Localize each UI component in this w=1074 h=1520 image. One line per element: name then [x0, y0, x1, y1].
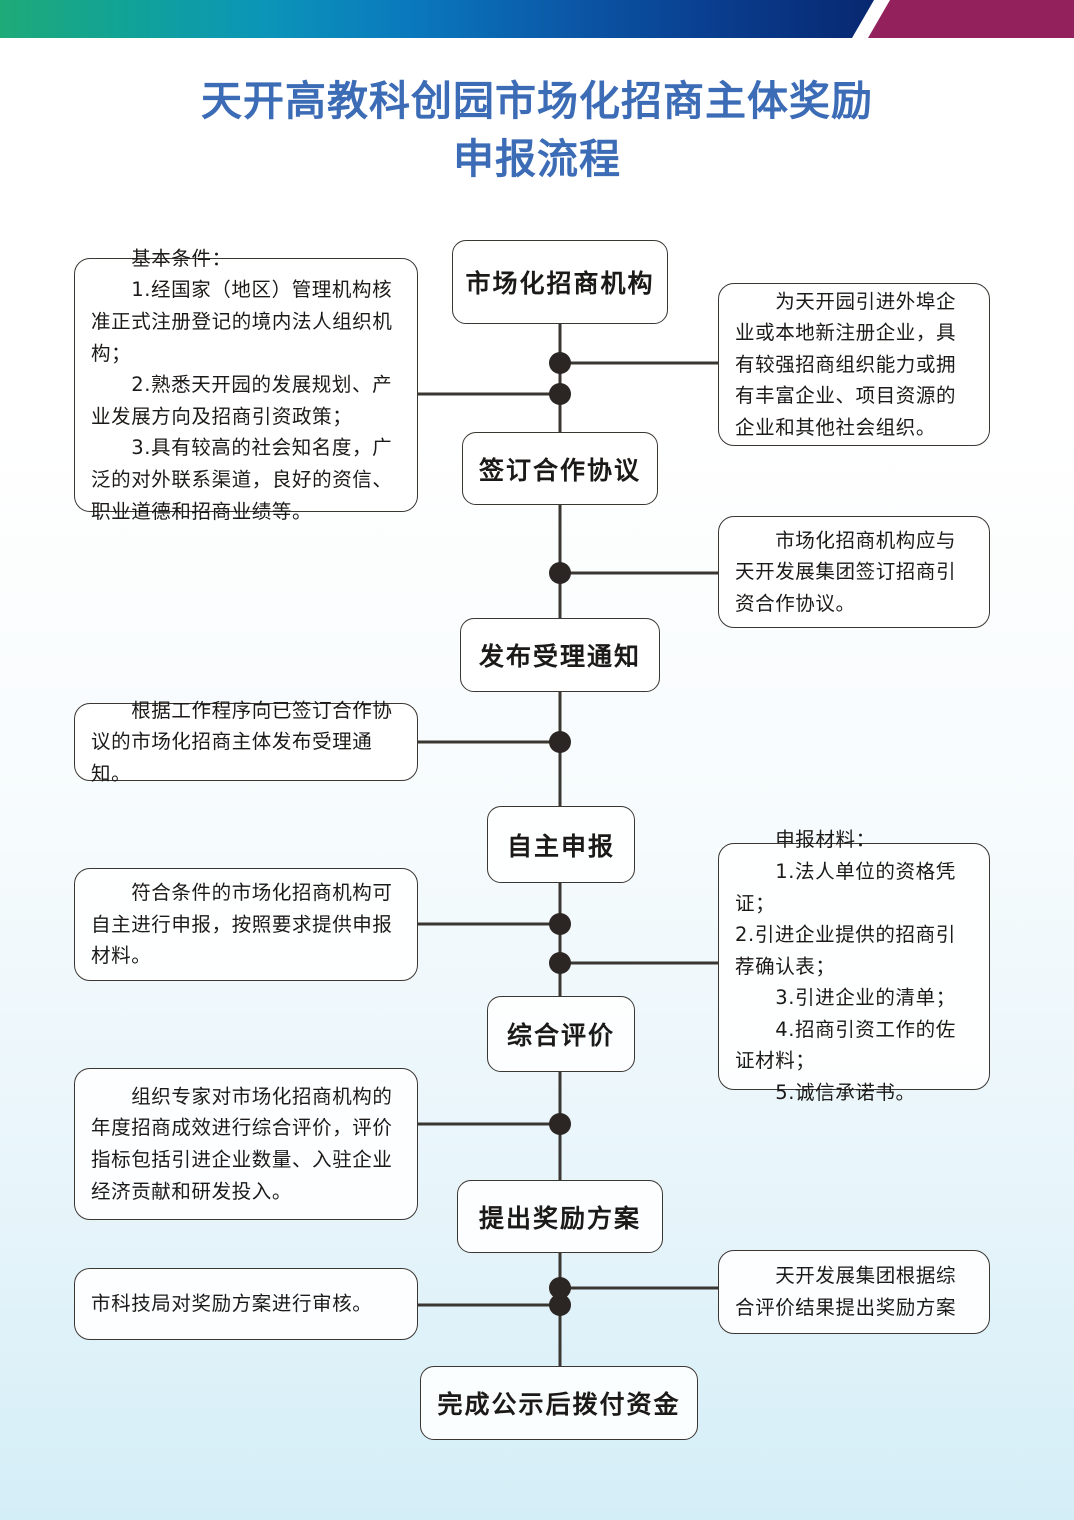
- note-text: 符合条件的市场化招商机构可自主进行申报，按照要求提供申报材料。: [91, 881, 393, 968]
- note-reward-proposal: 天开发展集团根据综合评价结果提出奖励方案: [718, 1250, 990, 1334]
- flow-node-label: 提出奖励方案: [478, 1203, 641, 1233]
- flow-node-label: 市场化招商机构: [465, 269, 655, 298]
- flow-node-label: 完成公示后拨付资金: [437, 1390, 681, 1419]
- flow-node-comprehensive-evaluation[interactable]: 综合评价: [487, 996, 635, 1072]
- note-institution-scope: 为天开园引进外埠企业或本地新注册企业，具有较强招商组织能力或拥有丰富企业、项目资…: [718, 283, 990, 446]
- note-acceptance-notice: 根据工作程序向已签订合作协议的市场化招商主体发布受理通知。: [74, 699, 418, 785]
- note-text: 市科技局对奖励方案进行审核。: [91, 1292, 373, 1316]
- flow-node-disburse-funds[interactable]: 完成公示后拨付资金: [420, 1366, 698, 1440]
- top-banner: [0, 0, 1074, 38]
- note-basic-conditions: 基本条件： 1.经国家（地区）管理机构核准正式注册登记的境内法人组织机构； 2.…: [74, 247, 418, 523]
- note-comprehensive-evaluation: 组织专家对市场化招商机构的年度招商成效进行综合评价，评价指标包括引进企业数量、入…: [74, 1068, 418, 1220]
- banner-accent-block: [868, 0, 1074, 38]
- note-sign-agreement: 市场化招商机构应与天开发展集团签订招商引资合作协议。: [718, 516, 990, 628]
- flow-node-market-agency[interactable]: 市场化招商机构: [452, 240, 668, 324]
- page-title-line-1: 天开高教科创园市场化招商主体奖励: [201, 77, 873, 125]
- flow-node-label: 签订合作协议: [478, 455, 641, 485]
- note-text: 根据工作程序向已签订合作协议的市场化招商主体发布受理通知。: [91, 698, 393, 785]
- flow-node-reward-proposal[interactable]: 提出奖励方案: [457, 1180, 663, 1253]
- note-self-declaration: 符合条件的市场化招商机构可自主进行申报，按照要求提供申报材料。: [74, 868, 418, 981]
- note-text: 为天开园引进外埠企业或本地新注册企业，具有较强招商组织能力或拥有丰富企业、项目资…: [735, 289, 957, 439]
- note-science-bureau-review: 市科技局对奖励方案进行审核。: [74, 1268, 418, 1340]
- banner-gradient-bar: [0, 0, 880, 38]
- note-text: 基本条件： 1.经国家（地区）管理机构核准正式注册登记的境内法人组织机构； 2.…: [91, 246, 393, 523]
- flow-node-sign-agreement[interactable]: 签订合作协议: [462, 432, 658, 505]
- note-text: 申报材料： 1.法人单位的资格凭证； 2.引进企业提供的招商引荐确认表； 3.引…: [735, 828, 956, 1105]
- flow-node-self-declaration[interactable]: 自主申报: [487, 806, 635, 883]
- note-text: 组织专家对市场化招商机构的年度招商成效进行综合评价，评价指标包括引进企业数量、入…: [91, 1084, 393, 1203]
- note-text: 市场化招商机构应与天开发展集团签订招商引资合作协议。: [735, 528, 957, 615]
- page-title: 天开高教科创园市场化招商主体奖励 申报流程: [0, 72, 1074, 188]
- note-text: 天开发展集团根据综合评价结果提出奖励方案: [735, 1264, 957, 1319]
- flow-node-label: 综合评价: [506, 1021, 615, 1050]
- page-title-line-2: 申报流程: [453, 135, 621, 184]
- note-application-materials: 申报材料： 1.法人单位的资格凭证； 2.引进企业提供的招商引荐确认表； 3.引…: [718, 828, 990, 1104]
- flow-node-label: 发布受理通知: [478, 642, 641, 671]
- flow-node-publish-notice[interactable]: 发布受理通知: [460, 618, 660, 692]
- flow-node-label: 自主申报: [506, 831, 615, 861]
